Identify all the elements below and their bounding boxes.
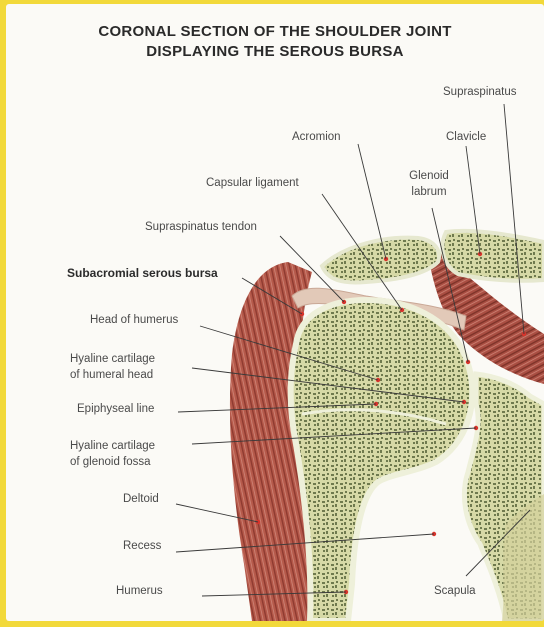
acromion-bone [322, 238, 439, 283]
label-hyaline-cartilage-humeral-1: Hyaline cartilage [70, 352, 155, 366]
label-glenoid-labrum-2: labrum [404, 185, 454, 199]
label-subacromial-serous-bursa: Subacromial serous bursa [67, 266, 218, 280]
illustration-panel: CORONAL SECTION OF THE SHOULDER JOINT DI… [6, 4, 544, 621]
label-hyaline-cartilage-glenoid-1: Hyaline cartilage [70, 439, 155, 453]
label-capsular-ligament: Capsular ligament [206, 176, 299, 190]
page-title-line-1: CORONAL SECTION OF THE SHOULDER JOINT [6, 23, 544, 40]
label-scapula: Scapula [434, 584, 476, 598]
label-supraspinatus-tendon: Supraspinatus tendon [145, 220, 257, 234]
label-acromion: Acromion [292, 130, 341, 144]
label-hyaline-cartilage-glenoid-2: of glenoid fossa [70, 455, 151, 469]
label-glenoid-labrum-1: Glenoid [404, 169, 454, 183]
label-humerus: Humerus [116, 584, 163, 598]
label-hyaline-cartilage-humeral-2: of humeral head [70, 368, 153, 382]
label-supraspinatus: Supraspinatus [443, 85, 517, 99]
label-recess: Recess [123, 539, 161, 553]
label-epiphyseal-line: Epiphyseal line [77, 402, 154, 416]
label-head-of-humerus: Head of humerus [90, 313, 178, 327]
clavicle-bone [442, 231, 544, 281]
label-clavicle: Clavicle [446, 130, 486, 144]
label-deltoid: Deltoid [123, 492, 159, 506]
page-title-line-2: DISPLAYING THE SEROUS BURSA [6, 43, 544, 60]
humeral-head [291, 300, 473, 621]
